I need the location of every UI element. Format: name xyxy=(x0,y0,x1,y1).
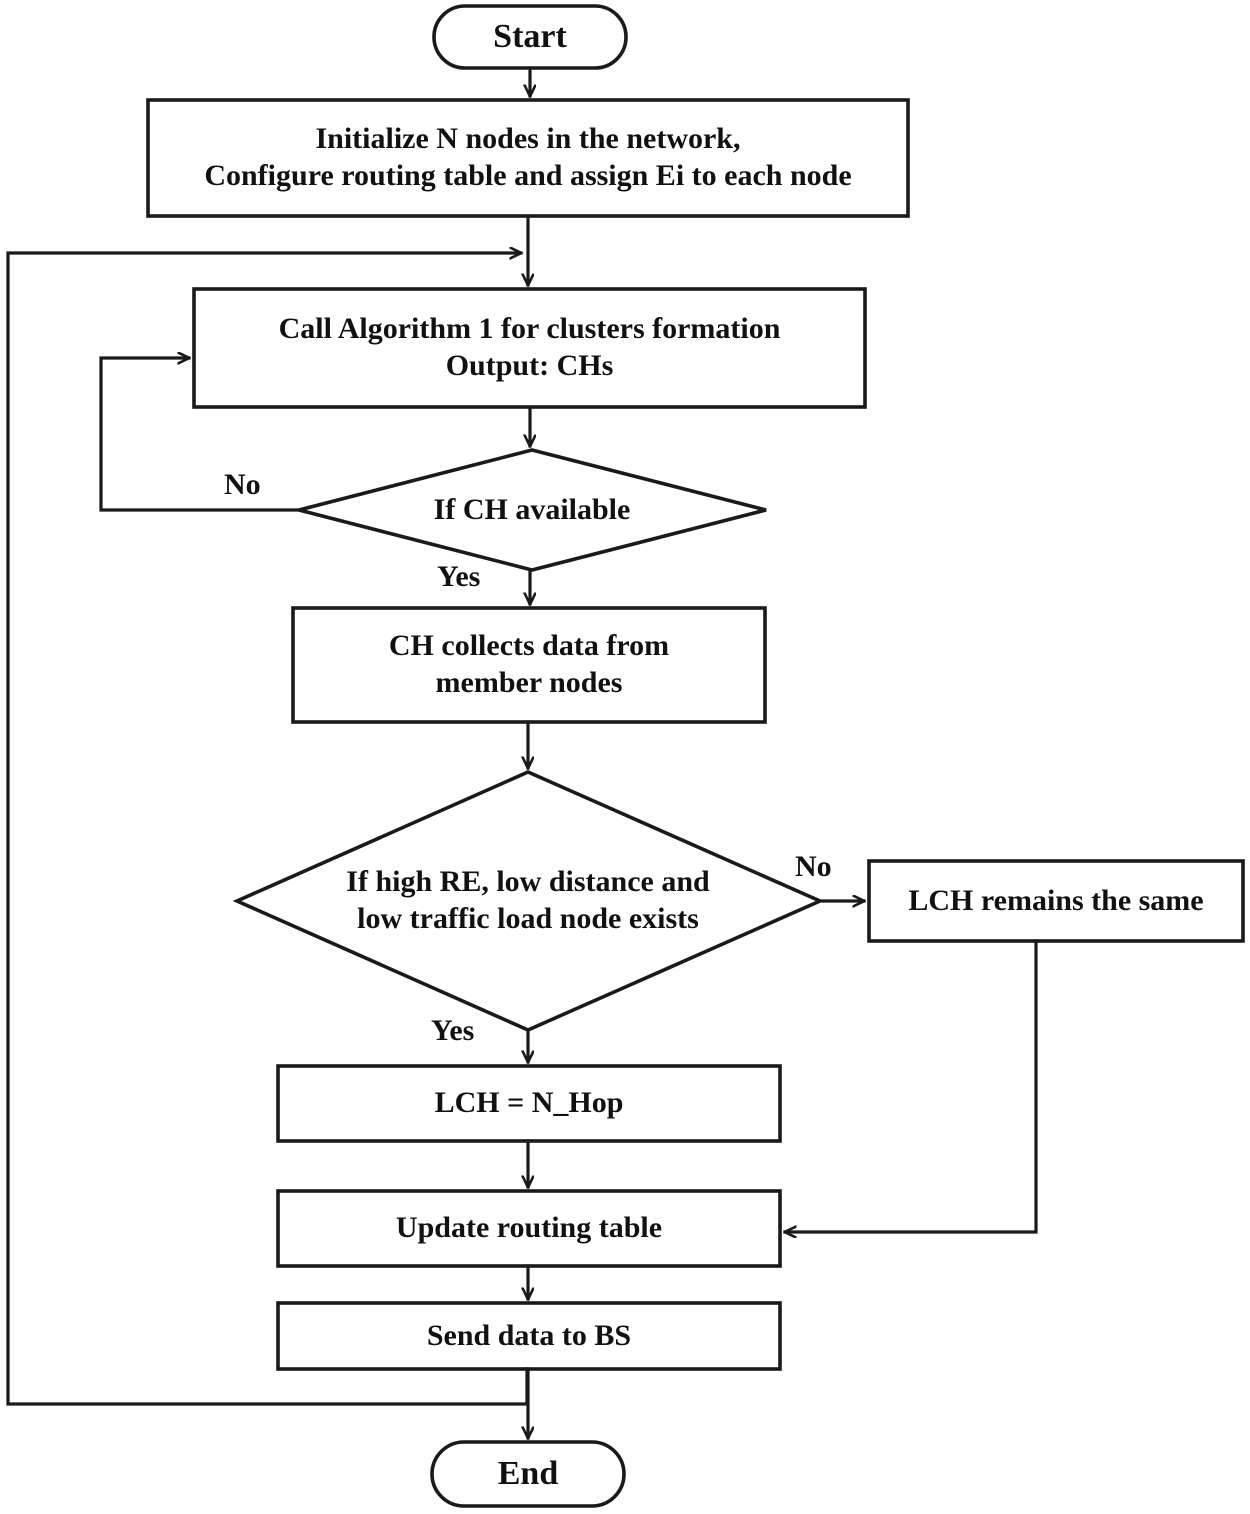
node-init-shape xyxy=(146,98,910,218)
node-call-algo-shape xyxy=(192,287,867,409)
edge-label-cond-node-no: No xyxy=(795,850,832,883)
node-lch-hop-shape xyxy=(276,1064,782,1143)
node-end-shape xyxy=(430,1440,626,1508)
node-update-rt-shape xyxy=(276,1189,782,1268)
edge-chavail-no-to-callalgo xyxy=(99,358,301,512)
node-send-bs-shape xyxy=(276,1301,782,1371)
node-start-shape xyxy=(432,4,628,70)
edge-lchsame-to-updatert xyxy=(785,939,1038,1232)
edge-label-ch-available-no: No xyxy=(224,468,261,501)
node-collect-shape xyxy=(291,606,767,724)
node-cond-node-shape xyxy=(232,770,825,1032)
edge-label-ch-available-yes: Yes xyxy=(437,560,481,593)
node-ch-avail-shape xyxy=(298,448,767,572)
edge-label-cond-node-yes: Yes xyxy=(431,1014,475,1047)
node-lch-same-shape xyxy=(867,859,1245,943)
